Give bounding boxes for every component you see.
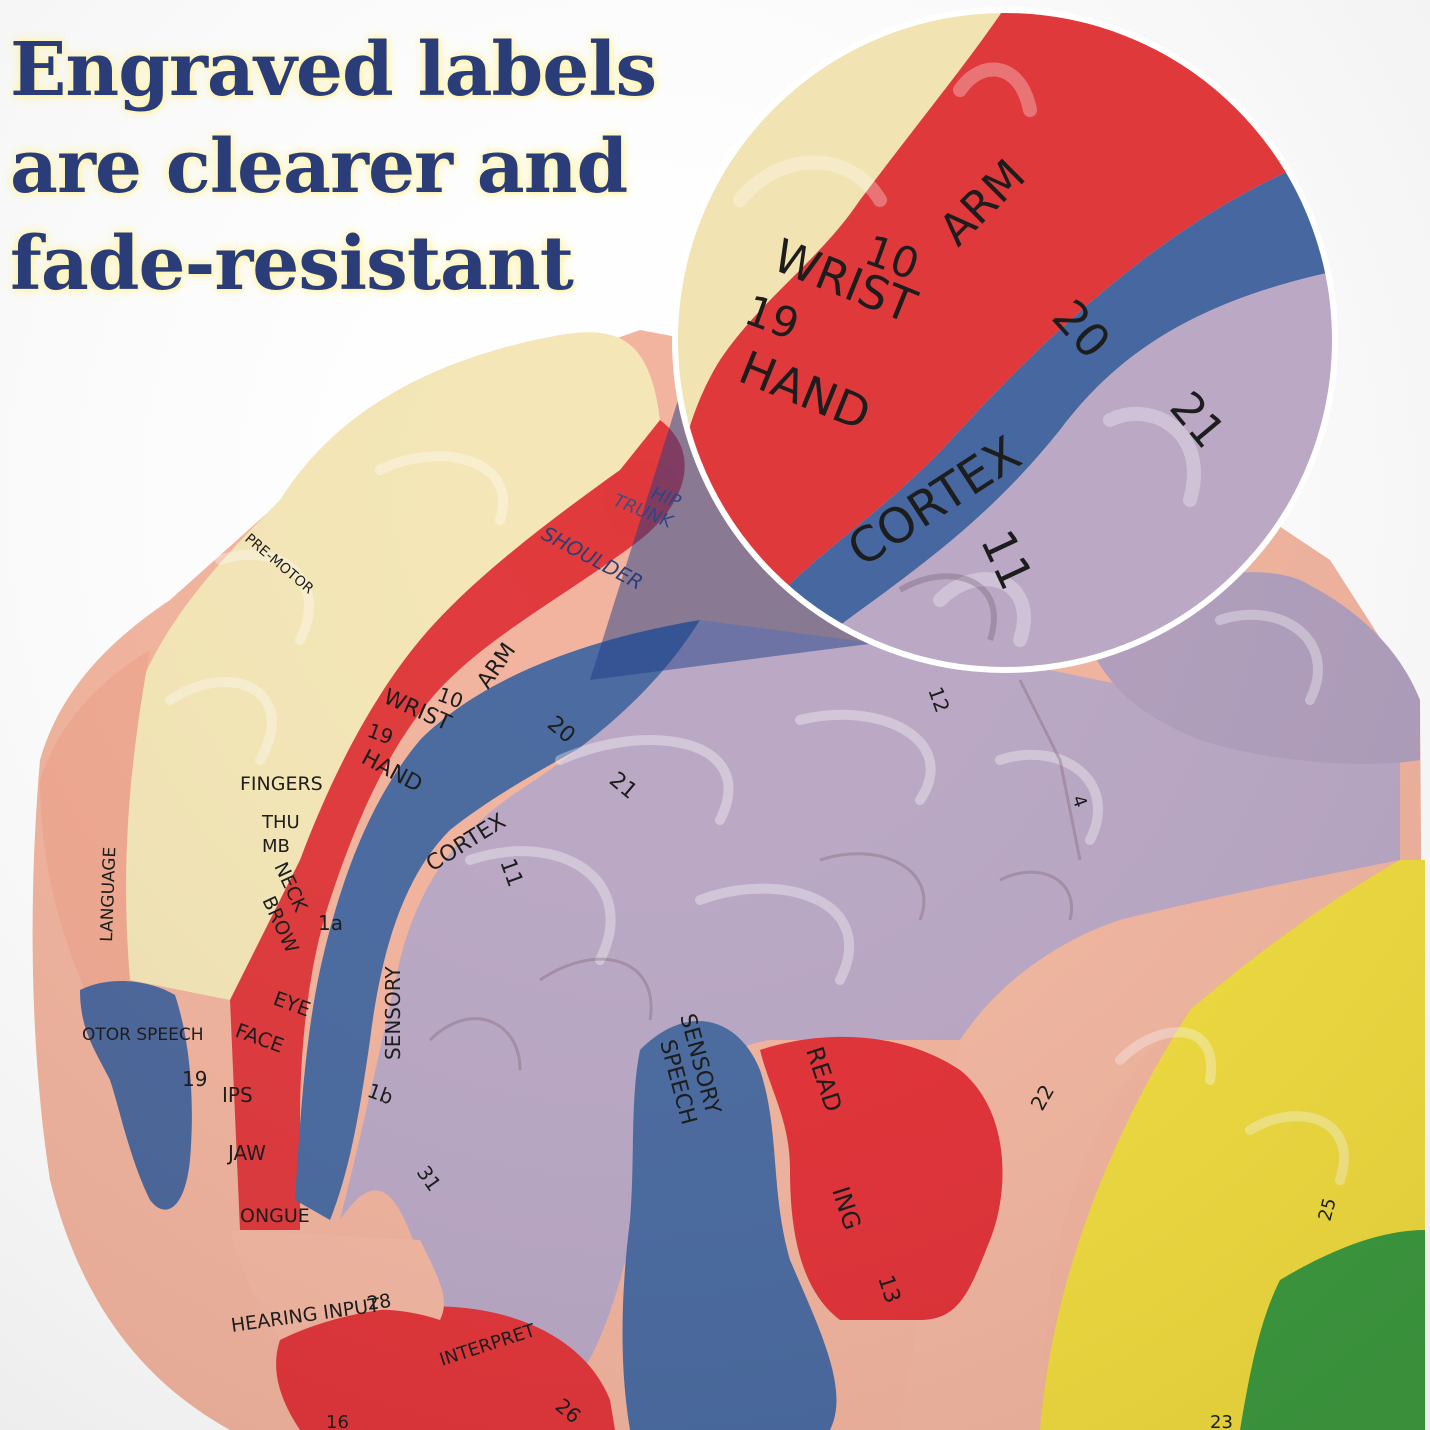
headline: Engraved labels are clearer and fade-res… [10, 22, 657, 313]
label-jaw: JAW [226, 1141, 266, 1165]
label-sensory: SENSORY [381, 966, 405, 1060]
label-thu: THU [261, 812, 300, 833]
headline-line-1: Engraved labels [10, 27, 657, 113]
label-ips: IPS [222, 1083, 253, 1107]
headline-line-2: are clearer and [10, 124, 628, 210]
label-motor-speech: OTOR SPEECH [82, 1025, 204, 1045]
magnifier-ring [672, 7, 1338, 673]
magnifier-callout: ARM 10 WRIST 19 HAND 20 21 CORTEX 11 [590, 7, 1338, 680]
label-28: 28 [366, 1290, 393, 1315]
label-fingers: FINGERS [240, 773, 323, 795]
label-mb: MB [262, 836, 290, 857]
label-1a: 1a [318, 911, 343, 935]
zoomed-detail [675, 10, 1335, 670]
label-16: 16 [326, 1412, 349, 1430]
label-ongue: ONGUE [240, 1205, 310, 1227]
label-language: LANGUAGE [97, 846, 120, 942]
label-19b: 19 [182, 1067, 207, 1091]
label-23: 23 [1210, 1412, 1233, 1430]
headline-line-3: fade-resistant [10, 221, 574, 307]
